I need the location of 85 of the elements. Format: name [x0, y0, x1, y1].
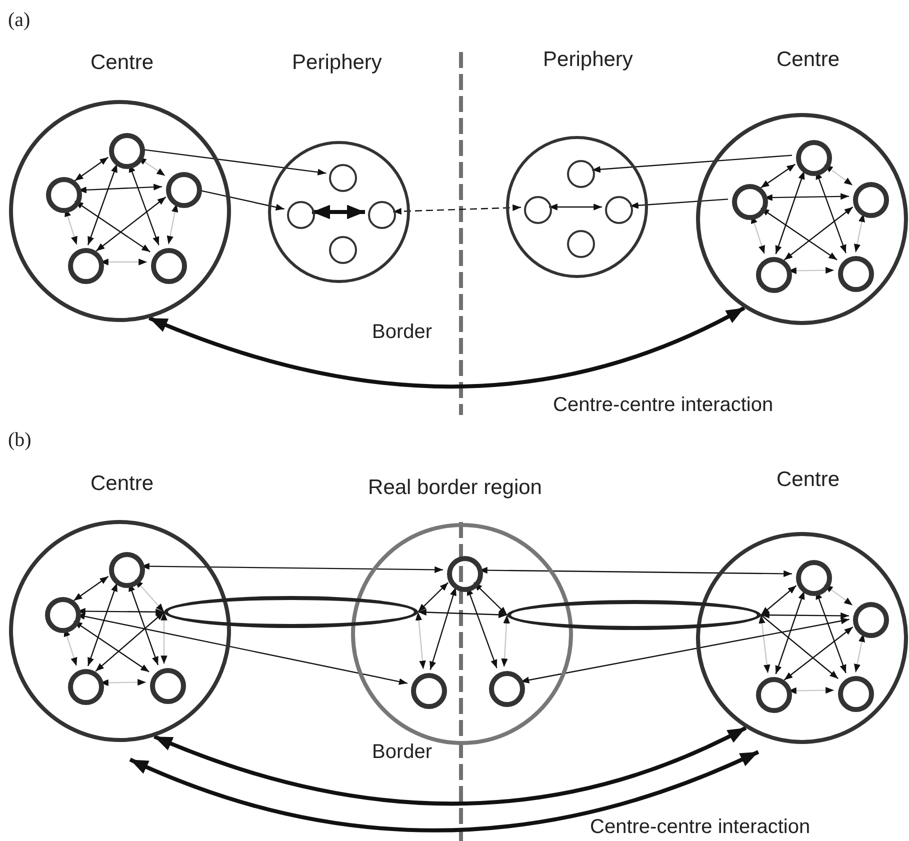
- node-circle: [411, 673, 447, 709]
- double-arrow: [96, 196, 166, 252]
- double-arrow: [784, 206, 854, 260]
- double-arrow: [87, 164, 118, 246]
- node-circle: [489, 671, 525, 707]
- node-circle: [45, 597, 81, 633]
- node-circle: [150, 668, 186, 704]
- circle-title: Centre: [776, 467, 840, 493]
- annotation-text: Centre-centre interaction: [553, 393, 774, 417]
- node-circle: [567, 160, 595, 188]
- double-arrow: [95, 612, 164, 672]
- panel-label: (b): [8, 428, 32, 452]
- curved-double-arrow: [129, 750, 760, 832]
- border-label: Border: [372, 740, 432, 764]
- node-circle: [756, 257, 792, 293]
- node-circle: [109, 133, 145, 169]
- node-circle: [853, 182, 889, 218]
- double-arrow: [418, 608, 508, 618]
- double-arrow: [784, 626, 854, 680]
- node-circle: [524, 196, 552, 224]
- double-arrow: [761, 612, 849, 620]
- arrow: [592, 154, 792, 173]
- node-circle: [853, 602, 889, 638]
- double-arrow: [73, 576, 109, 602]
- double-arrow: [824, 164, 853, 186]
- curved-double-arrow: [148, 306, 746, 388]
- annotation-text: Centre-centre interaction: [590, 815, 810, 839]
- node-circle: [838, 256, 874, 292]
- double-arrow: [760, 585, 797, 616]
- node-circle: [109, 552, 145, 588]
- node-circle: [838, 676, 874, 712]
- arrow: [630, 198, 728, 209]
- node-circle: [329, 164, 357, 192]
- node-circle: [796, 560, 832, 596]
- circle-title: Centre: [776, 47, 840, 73]
- double-arrow: [415, 612, 426, 670]
- circle-title: Centre: [90, 471, 154, 497]
- double-arrow: [854, 213, 866, 253]
- circle-title: Periphery: [543, 47, 633, 73]
- double-arrow: [418, 582, 449, 612]
- node-circle: [567, 230, 595, 258]
- double-arrow: [74, 620, 150, 672]
- double-arrow: [760, 164, 796, 188]
- node-circle: [68, 248, 104, 284]
- double-arrow: [134, 579, 164, 612]
- node-circle: [287, 201, 315, 229]
- double-arrow: [775, 170, 805, 254]
- double-arrow: [473, 582, 508, 616]
- double-arrow: [87, 582, 118, 666]
- double-arrow: [775, 590, 805, 674]
- node-circle: [329, 236, 357, 264]
- double-arrow: [312, 204, 365, 220]
- double-arrow: [854, 633, 866, 673]
- node-circle: [756, 677, 792, 713]
- node-circle: [605, 196, 633, 224]
- double-arrow: [166, 204, 178, 244]
- overlap-ellipse: [507, 600, 761, 630]
- panel-label: (a): [8, 8, 30, 32]
- double-arrow: [520, 618, 850, 684]
- circle-title: Periphery: [292, 50, 382, 76]
- double-arrow: [74, 200, 150, 252]
- double-arrow: [501, 614, 510, 668]
- border-label: Border: [372, 320, 432, 344]
- double-arrow: [138, 156, 166, 176]
- double-arrow: [758, 614, 770, 674]
- arrow: [760, 614, 838, 680]
- node-circle: [732, 184, 768, 220]
- node-circle: [151, 248, 187, 284]
- overlap-ellipse: [164, 596, 418, 628]
- node-circle: [166, 172, 202, 208]
- node-circle: [46, 177, 82, 213]
- dashed-double-arrow: [392, 204, 522, 215]
- curved-double-arrow: [154, 726, 747, 806]
- circle-title: Centre: [90, 50, 154, 76]
- node-circle: [68, 669, 104, 705]
- node-circle: [447, 556, 483, 592]
- double-arrow: [430, 587, 456, 670]
- double-arrow: [824, 584, 853, 606]
- double-arrow: [74, 156, 109, 182]
- node-circle: [368, 201, 396, 229]
- double-arrow: [160, 612, 168, 664]
- region-title: Real border region: [368, 475, 542, 501]
- double-arrow: [549, 204, 602, 210]
- node-circle: [796, 140, 832, 176]
- double-arrow: [760, 208, 838, 260]
